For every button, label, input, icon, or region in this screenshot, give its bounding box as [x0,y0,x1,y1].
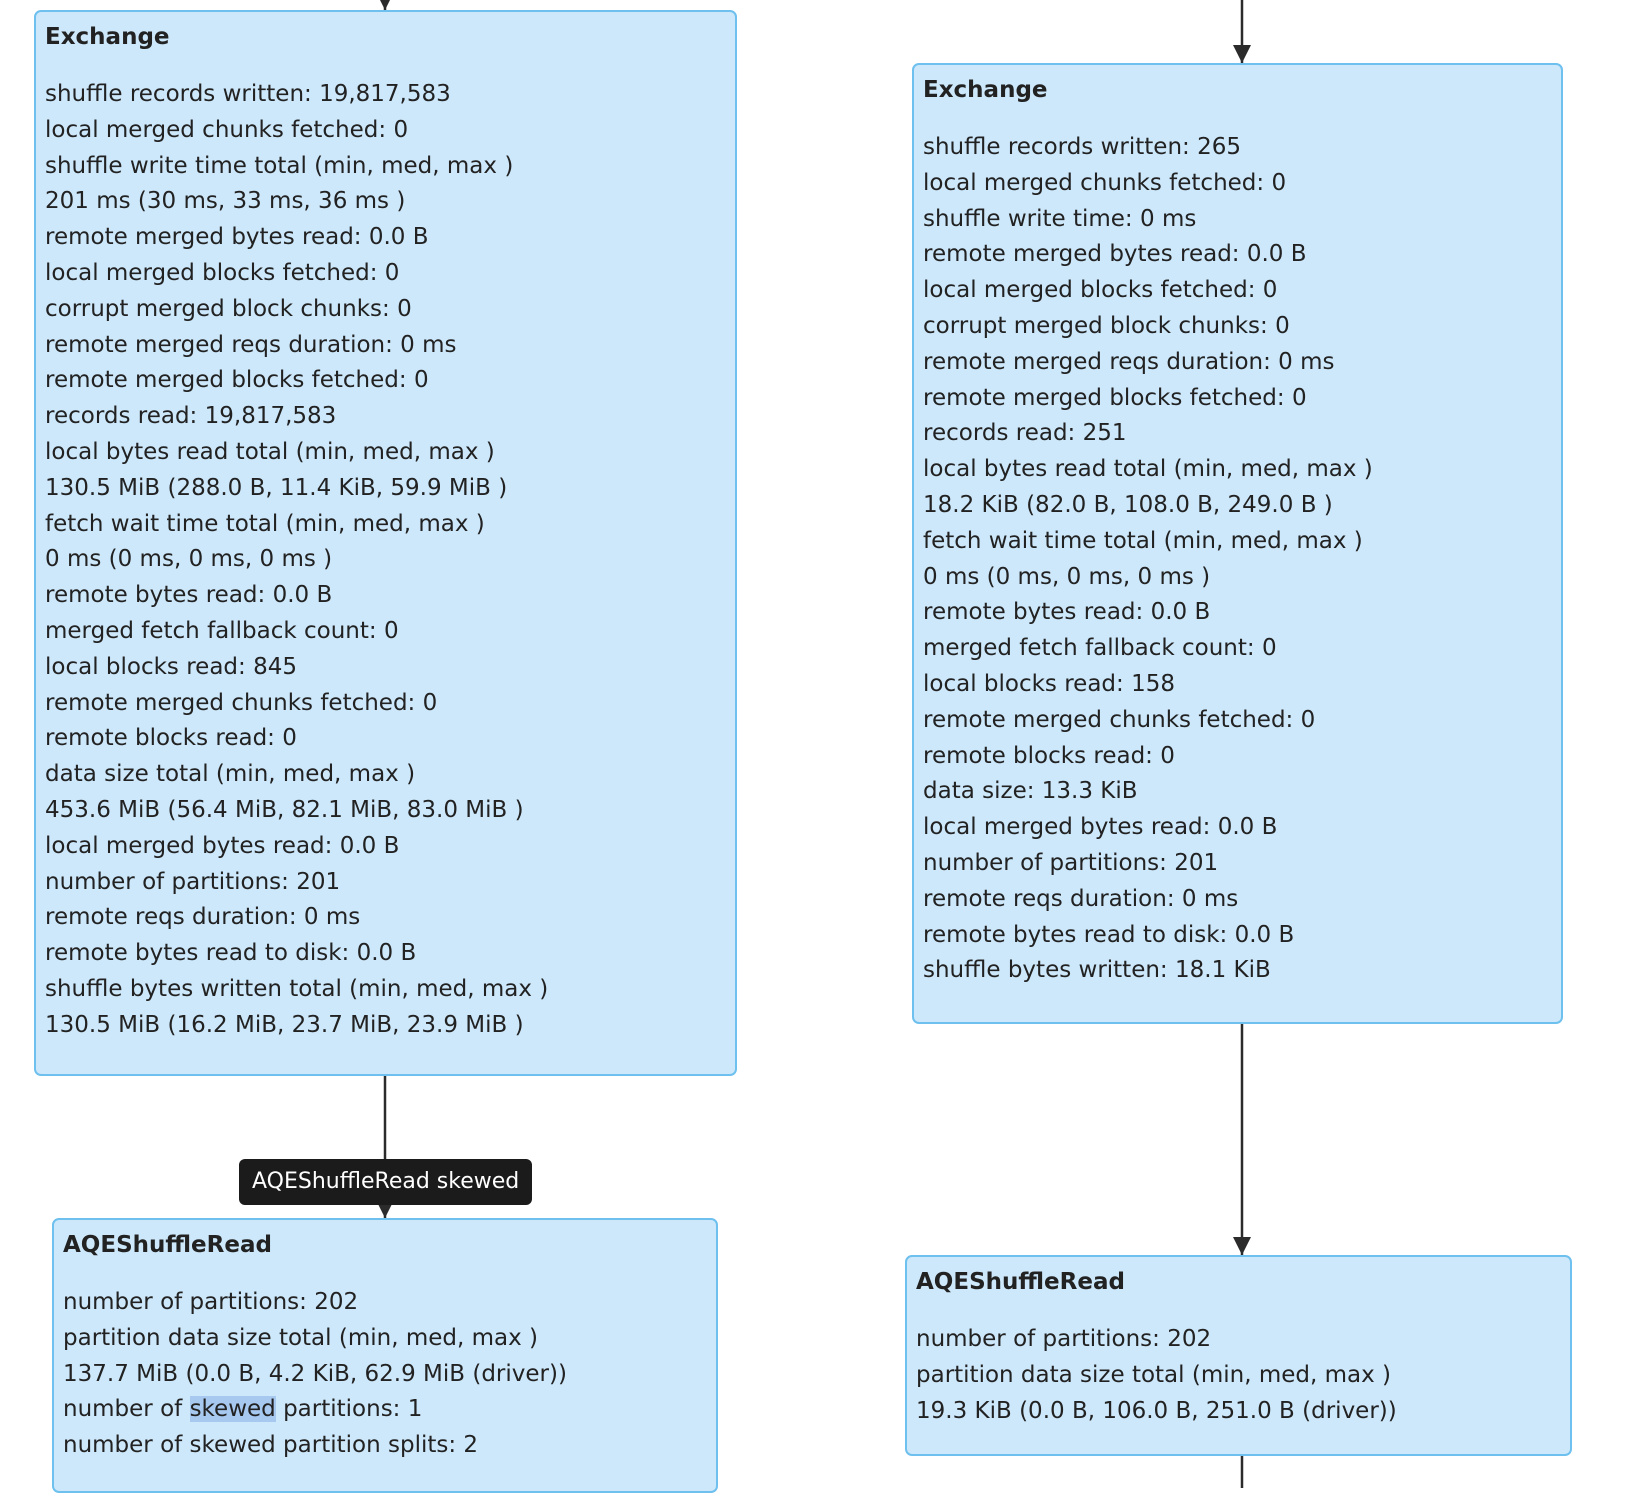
metric-line: remote blocks read: 0 [923,742,1175,769]
metric-line: local merged bytes read: 0.0 B [45,832,400,859]
metric-text: partitions: 1 [275,1396,423,1423]
metric-line: remote merged bytes read: 0.0 B [45,224,429,251]
metric-line-skewed-partitions: number of skewed partitions: 1 [63,1392,707,1428]
metric-line: local merged blocks fetched: 0 [45,259,400,286]
metric-line: 130.5 MiB (16.2 MiB, 23.7 MiB, 23.9 MiB … [45,1011,524,1038]
metric-text: number of [63,1396,190,1423]
metric-line: local bytes read total (min, med, max ) [923,456,1373,483]
metrics-list: number of partitions: 202 partition data… [916,1322,1561,1429]
metric-line: shuffle bytes written total (min, med, m… [45,975,549,1002]
metric-line: remote bytes read to disk: 0.0 B [923,921,1295,948]
edge-tooltip: AQEShuffleRead skewed [239,1159,533,1205]
metric-line: corrupt merged block chunks: 0 [923,312,1290,339]
metric-line: 0 ms (0 ms, 0 ms, 0 ms ) [45,546,333,573]
metrics-list: number of partitions: 202 partition data… [63,1285,707,1464]
metric-line: 453.6 MiB (56.4 MiB, 82.1 MiB, 83.0 MiB … [45,796,524,823]
node-title: AQEShuffleRead [916,1269,1125,1295]
metric-line: 201 ms (30 ms, 33 ms, 36 ms ) [45,188,406,215]
metrics-list: shuffle records written: 19,817,583 loca… [45,77,726,1044]
metric-line: remote reqs duration: 0 ms [923,885,1239,912]
metric-line: merged fetch fallback count: 0 [923,635,1277,662]
node-title: AQEShuffleRead [63,1232,272,1258]
exchange-node-left[interactable]: Exchange shuffle records written: 19,817… [34,10,737,1076]
metric-line: 19.3 KiB (0.0 B, 106.0 B, 251.0 B (drive… [916,1397,1397,1424]
metric-line: remote merged reqs duration: 0 ms [923,348,1335,375]
metric-line: local merged bytes read: 0.0 B [923,814,1278,841]
metric-line: 0 ms (0 ms, 0 ms, 0 ms ) [923,563,1211,590]
metric-line: corrupt merged block chunks: 0 [45,295,412,322]
metric-line: number of partitions: 201 [45,868,341,895]
metric-line: 130.5 MiB (288.0 B, 11.4 KiB, 59.9 MiB ) [45,474,508,501]
metric-line: remote blocks read: 0 [45,725,297,752]
metric-line: merged fetch fallback count: 0 [45,617,399,644]
metric-line: number of partitions: 202 [63,1289,359,1315]
metric-line: partition data size total (min, med, max… [63,1324,538,1351]
metric-line: records read: 251 [923,420,1127,447]
metric-line: local merged chunks fetched: 0 [923,169,1287,196]
aqe-shuffle-read-node-right[interactable]: AQEShuffleRead number of partitions: 202… [905,1255,1572,1456]
metric-line: local merged chunks fetched: 0 [45,116,409,143]
metric-line: remote bytes read to disk: 0.0 B [45,940,417,967]
exchange-node-right[interactable]: Exchange shuffle records written: 265 lo… [912,63,1563,1024]
metric-line: remote bytes read: 0.0 B [45,582,333,609]
text-selection-highlight: skewed [189,1396,276,1423]
metric-line: remote merged reqs duration: 0 ms [45,331,457,358]
metric-line: remote reqs duration: 0 ms [45,904,361,931]
metric-line: number of skewed partition splits: 2 [63,1432,479,1459]
metric-line: remote merged chunks fetched: 0 [923,706,1316,733]
metric-line: fetch wait time total (min, med, max ) [923,527,1363,554]
metric-line: remote merged bytes read: 0.0 B [923,241,1307,268]
metric-line: local blocks read: 158 [923,670,1175,697]
metric-line: local bytes read total (min, med, max ) [45,438,495,465]
metric-line: partition data size total (min, med, max… [916,1361,1391,1388]
metric-line: shuffle write time total (min, med, max … [45,152,514,179]
metric-line: local blocks read: 845 [45,653,297,680]
metric-line: shuffle bytes written: 18.1 KiB [923,957,1271,984]
node-title: Exchange [923,77,1048,103]
metric-line: number of partitions: 202 [916,1326,1212,1352]
metric-line: shuffle records written: 19,817,583 [45,81,451,107]
metric-line: shuffle write time: 0 ms [923,205,1197,232]
metric-line: remote bytes read: 0.0 B [923,599,1211,626]
metric-line: number of partitions: 201 [923,849,1219,876]
metric-line: 137.7 MiB (0.0 B, 4.2 KiB, 62.9 MiB (dri… [63,1360,567,1387]
metric-line: local merged blocks fetched: 0 [923,277,1278,304]
metric-line: shuffle records written: 265 [923,134,1241,160]
metrics-list: shuffle records written: 265 local merge… [923,130,1552,989]
metric-line: fetch wait time total (min, med, max ) [45,510,485,537]
metric-line: remote merged blocks fetched: 0 [923,384,1307,411]
metric-line: data size total (min, med, max ) [45,761,416,788]
node-title: Exchange [45,24,170,50]
metric-line: records read: 19,817,583 [45,403,337,430]
metric-line: data size: 13.3 KiB [923,778,1138,805]
aqe-shuffle-read-node-left[interactable]: AQEShuffleRead number of partitions: 202… [52,1218,718,1493]
metric-line: 18.2 KiB (82.0 B, 108.0 B, 249.0 B ) [923,491,1333,518]
metric-line: remote merged blocks fetched: 0 [45,367,429,394]
metric-line: remote merged chunks fetched: 0 [45,689,438,716]
